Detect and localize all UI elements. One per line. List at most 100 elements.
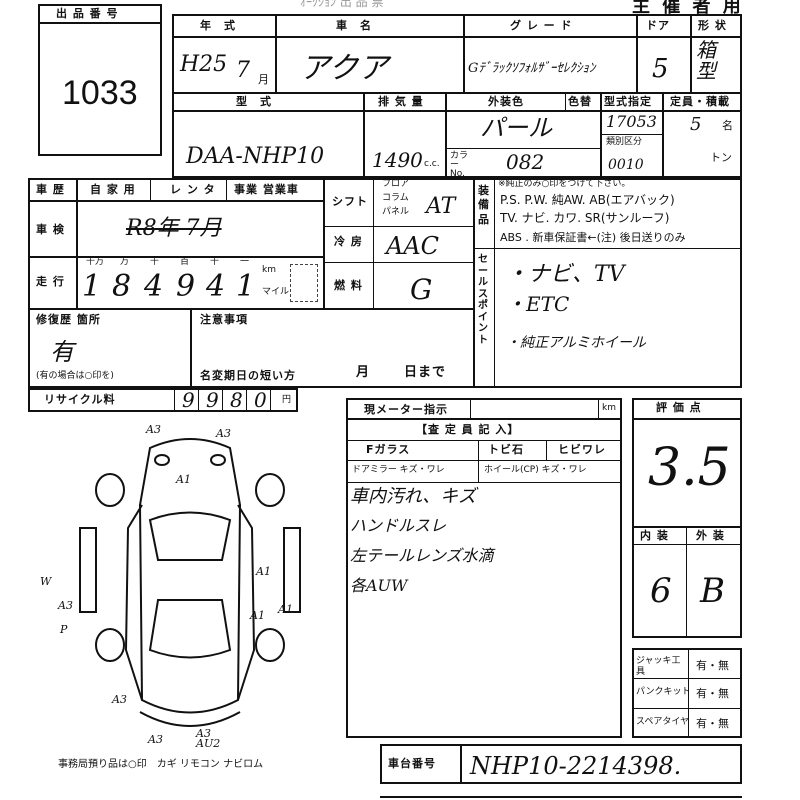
- digit-label-1: 一: [240, 257, 250, 267]
- history-rental[interactable]: レ ン タ: [170, 183, 216, 196]
- mile-unit: マイル: [262, 287, 290, 297]
- puncture-kit-label: パンクキット: [636, 687, 691, 697]
- damage-mark: A3: [58, 599, 73, 612]
- digit-label-10: 十: [210, 257, 220, 267]
- damage-mark: A3: [148, 733, 163, 746]
- puncture-kit-value[interactable]: 有・無: [696, 687, 729, 700]
- mileage-digit: 9: [176, 269, 196, 304]
- model-label: 型 式: [236, 95, 272, 108]
- digit-label-10k: 万: [120, 257, 130, 267]
- inspector-comment: 左テールレンズ水滴: [350, 546, 494, 565]
- damage-mark: A3: [216, 427, 231, 440]
- inspection-value: R8年 7月: [126, 216, 222, 241]
- displacement-unit: c.c.: [424, 159, 440, 169]
- wheel-label: ホイール(CP) キズ・ワレ: [484, 465, 587, 475]
- year-value: H25: [180, 52, 228, 77]
- damage-mark: A3: [196, 727, 211, 740]
- door-value: 5: [652, 54, 669, 84]
- aircon-label: 冷 房: [334, 235, 363, 248]
- yen-unit: 円: [282, 395, 292, 405]
- shift-floor[interactable]: フロア: [382, 179, 410, 189]
- damage-mark: A1: [256, 565, 271, 578]
- color-number-value: 082: [506, 150, 545, 174]
- equipment-line-2: TV. ナビ. カワ. SR(サンルーフ): [500, 211, 670, 225]
- windshield-label: Fガラス: [366, 443, 411, 456]
- mileage-check-box[interactable]: [290, 264, 318, 302]
- history-label: 車 歴: [36, 183, 65, 196]
- shape-value: 箱型: [696, 38, 716, 83]
- shift-value: AT: [426, 194, 456, 219]
- class-label: 類別区分: [606, 137, 643, 147]
- spare-tire-label: スペアタイヤ: [636, 717, 690, 727]
- lot-number: 1033: [62, 74, 138, 112]
- damage-mark: W: [40, 575, 52, 588]
- jack-tool-value[interactable]: 有・無: [696, 659, 729, 672]
- displacement-label: 排 気 量: [378, 95, 424, 108]
- recycle-fee-box: [28, 388, 298, 412]
- meter-label: 現メーター指示: [364, 403, 448, 416]
- exterior-label: 外 装: [696, 529, 725, 542]
- grade-label: グ レ ー ド: [510, 19, 573, 32]
- interior-score: 6: [650, 571, 672, 611]
- shift-label: シフト: [332, 195, 368, 208]
- sales-point-item: ・ETC: [506, 292, 570, 316]
- inspector-comment: 各AUW: [350, 576, 408, 595]
- equipment-line-3: ABS . 新車保証書←(注) 後日送りのみ: [500, 231, 686, 244]
- equipment-note: ※純正のみ○印をつけて下さい。: [498, 179, 631, 189]
- door-label: ドア: [646, 19, 670, 32]
- sales-point-label: セールスポイント: [478, 254, 489, 346]
- score-label: 評 価 点: [656, 401, 702, 414]
- spare-tire-value[interactable]: 有・無: [696, 717, 729, 730]
- score-value: 3.5: [648, 438, 731, 498]
- model-value: DAA-NHP10: [186, 144, 325, 169]
- capacity-unit: 名: [722, 119, 733, 132]
- damage-mark: A1: [250, 609, 265, 622]
- chassis-value: NHP10-2214398.: [470, 752, 682, 780]
- type-designation-label: 型式指定: [604, 95, 652, 108]
- grade-value: Gﾃﾞﾗｯｸｿﾌｫﾙｻﾞｰｾﾚｸｼｮﾝ: [468, 61, 596, 76]
- damage-mark: A1: [176, 473, 191, 486]
- equipment-label: 装備品: [478, 184, 490, 226]
- history-private[interactable]: 自 家 用: [90, 183, 136, 196]
- exterior-score: B: [700, 571, 725, 611]
- exterior-color-label: 外装色: [488, 95, 524, 108]
- shift-panel[interactable]: パネル: [382, 207, 410, 217]
- displacement-value: 1490: [372, 148, 423, 172]
- form-title: ｵｰｸｼｮﾝ 出 品 票: [300, 0, 384, 9]
- recycle-digit: 8: [230, 388, 243, 412]
- recycle-digit: 0: [254, 388, 267, 412]
- km-unit: km: [262, 265, 276, 275]
- lot-number-box: [38, 4, 162, 156]
- exterior-color-value: パール: [480, 114, 552, 142]
- repair-note: (有の場合は○印を): [36, 371, 114, 381]
- equipment-line-1: P.S. P.W. 純AW. AB(エアバック): [500, 193, 675, 207]
- car-name-value: アクア: [300, 51, 389, 86]
- mileage-digit: 4: [144, 269, 164, 304]
- mileage-digit: 1: [236, 269, 256, 304]
- vehicle-info-box: [172, 14, 742, 178]
- mileage-digit: 1: [82, 269, 102, 304]
- mileage-digit: 8: [112, 269, 132, 304]
- meter-unit: km: [602, 403, 616, 413]
- inspection-label: 車 検: [36, 223, 65, 236]
- digit-label-100: 百: [180, 257, 190, 267]
- capacity-value: 5: [690, 114, 702, 135]
- sales-point-item: ・ナビ、TV: [506, 262, 625, 287]
- repair-label: 修復歴 箇所: [36, 313, 101, 326]
- color-number-label: カラー No.: [450, 151, 469, 179]
- aircon-value: AAC: [386, 232, 440, 260]
- damage-mark: A1: [278, 603, 293, 616]
- chassis-label: 車台番号: [388, 757, 436, 770]
- year-label: 年 式: [200, 19, 236, 32]
- history-commercial[interactable]: 事業 営業車: [234, 183, 299, 196]
- repair-value: 有: [50, 338, 74, 366]
- fuel-label: 燃 料: [334, 279, 363, 292]
- type-designation-value: 17053: [606, 112, 657, 131]
- chassis-box: [380, 744, 742, 784]
- shift-column[interactable]: コラム: [382, 193, 409, 203]
- damage-mark: P: [60, 623, 68, 636]
- organizer-label: 主 催 者 用: [632, 0, 744, 17]
- office-items-note: 事務局預り品は○印 カギ リモコン ナビロム: [58, 759, 264, 770]
- month-value: 7: [236, 58, 250, 83]
- inspector-comment: ハンドルスレ: [350, 516, 447, 535]
